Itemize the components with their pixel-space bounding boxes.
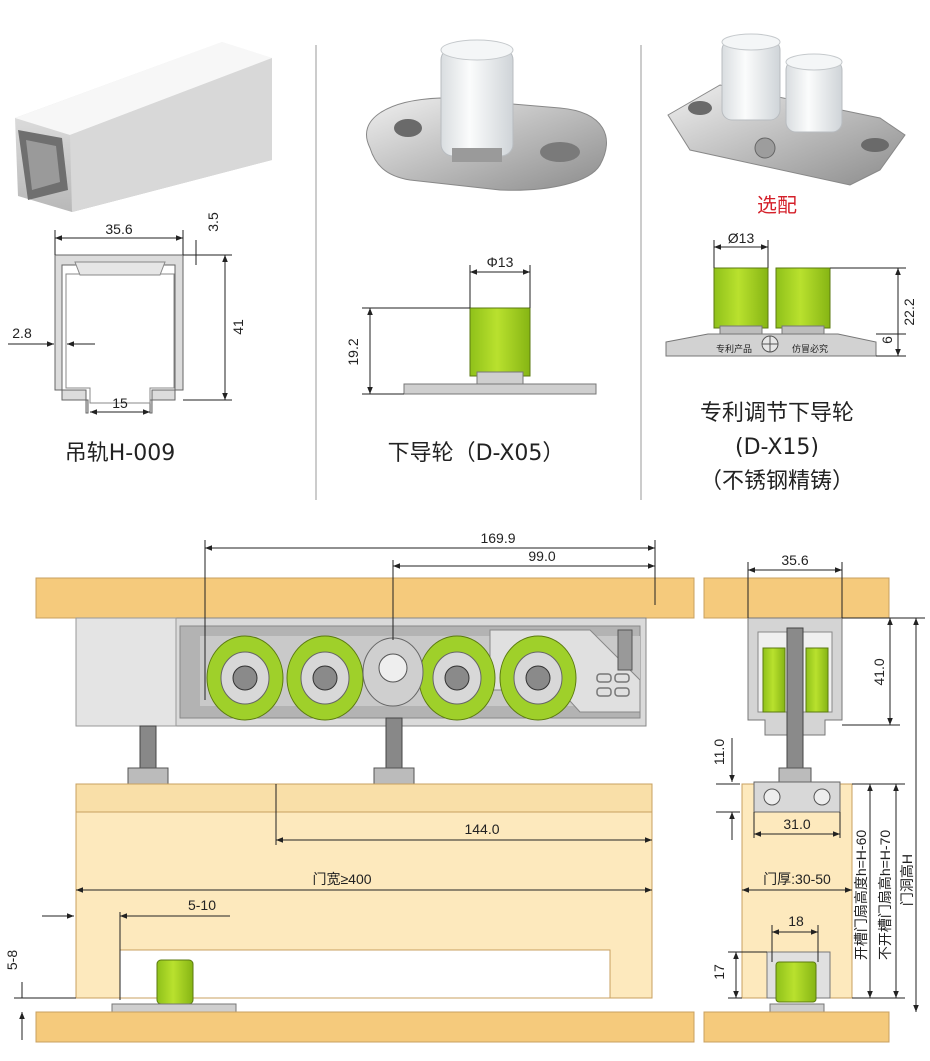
- side-assembly: [703, 577, 890, 1043]
- bolt-label: 11.0: [711, 739, 727, 765]
- lower-guide-photo: [366, 39, 607, 191]
- optional-tag: 选配: [757, 193, 797, 217]
- plate-text-right: 仿冒必究: [792, 343, 828, 355]
- floor-front: [35, 1011, 695, 1043]
- dim-169: 169.9: [480, 530, 515, 546]
- lower-guide-diameter-label: Φ13: [487, 254, 514, 270]
- door-width-label: 门宽≥400: [312, 871, 371, 887]
- side-rail-height-label: 41.0: [871, 658, 887, 685]
- guide-height-label: 17: [711, 964, 727, 980]
- rail-wall-label: 2.8: [12, 325, 32, 341]
- rail-width-label: 35.6: [105, 221, 132, 237]
- front-dimensions: 169.9 99.0 144.0 门宽≥400 5-10 5-8: [4, 530, 656, 1040]
- adjustable-guide-caption-3: （不锈钢精铸）: [700, 469, 854, 494]
- rail-profile: [54, 254, 184, 414]
- adjustable-guide-photo: [667, 33, 906, 186]
- plate-text-left: 专利产品: [716, 343, 752, 355]
- adjustable-guide-diameter-label: Ø13: [728, 230, 755, 246]
- ceiling-beam-side: [703, 577, 890, 619]
- adjustable-guide-drawing: 专利产品 仿冒必究 Ø13 22.2 6: [665, 230, 917, 357]
- adjustable-guide-base-label: 6: [879, 336, 895, 344]
- ungrooved-label: 不开槽门扇高h=H-70: [877, 830, 893, 961]
- rail-lip-label: 3.5: [205, 212, 221, 232]
- dim-144: 144.0: [464, 821, 499, 837]
- front-assembly: [35, 577, 695, 1043]
- bracket-label: 31.0: [783, 816, 810, 832]
- lower-guide-height-label: 19.2: [345, 338, 361, 365]
- rail-dimensions: 35.6 3.5 41 2.8 15: [8, 212, 246, 415]
- rail-caption: 吊轨H-009: [65, 441, 175, 466]
- lower-guide-caption: 下导轮（D-X05）: [388, 441, 565, 466]
- rail-photo: [15, 42, 272, 212]
- adjustable-guide-caption-1: 专利调节下导轮: [700, 401, 854, 426]
- floor-side: [703, 1011, 890, 1043]
- dim-99: 99.0: [528, 548, 555, 564]
- ceiling-beam-front: [35, 577, 695, 619]
- lower-guide-drawing: Φ13 19.2: [345, 254, 597, 395]
- door-thickness-label: 门厚:30-50: [763, 871, 831, 887]
- grooved-label: 开槽门扇高度h=H-60: [853, 830, 869, 961]
- side-rail-width-label: 35.6: [781, 552, 808, 568]
- offset-label: 5-10: [188, 897, 216, 913]
- guide-width-label: 18: [788, 913, 804, 929]
- roller-group: [206, 635, 577, 721]
- rail-slot-label: 15: [112, 395, 128, 411]
- side-dimensions: 35.6 41.0 11.0 31.0 门厚:30-50 18 17 开槽门扇高…: [711, 552, 925, 1012]
- rail-height-label: 41: [230, 319, 246, 335]
- adjustable-guide-height-label: 22.2: [901, 298, 917, 325]
- adjustable-guide-caption-2: (D-X15): [735, 435, 819, 460]
- opening-height-label: 门洞高H: [899, 854, 915, 906]
- bottom-gap-label: 5-8: [4, 950, 20, 970]
